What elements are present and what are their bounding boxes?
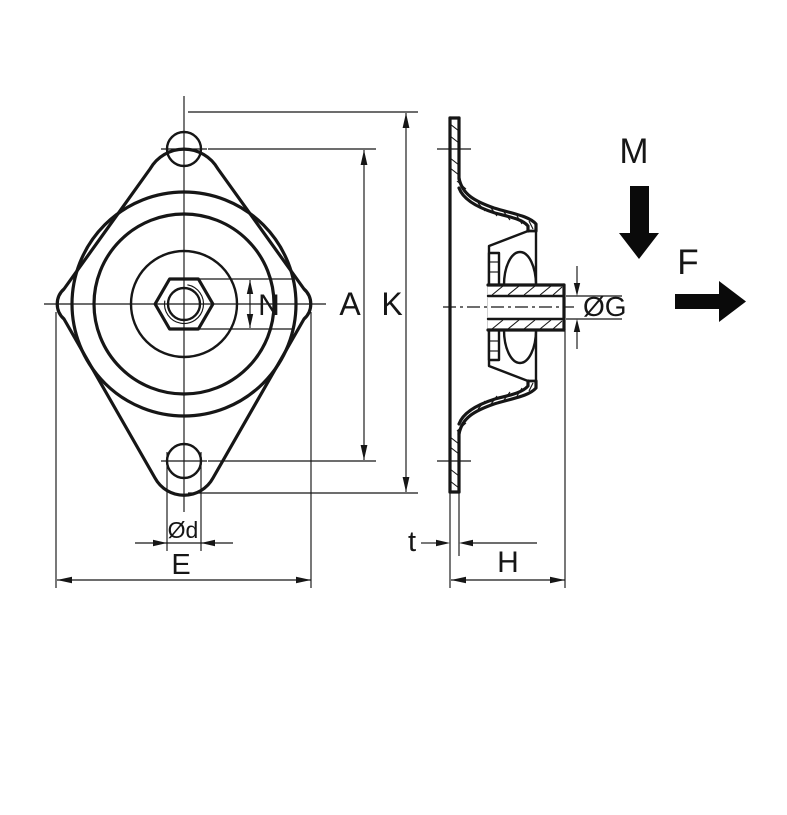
dim-label-H: H [497,546,519,579]
thread-arc [163,284,205,325]
thread-bore [166,286,202,322]
outer-cup-ring [70,190,298,418]
force-F: F [675,243,746,322]
force-M-arrow-shaft [630,186,649,233]
centerlines [44,96,326,512]
cup-wall-top-outer [457,176,538,233]
force-F-arrow-head [719,281,746,322]
dim-label-K: K [381,286,402,322]
dimension-E: E [55,312,312,588]
concentric-rings [70,190,298,418]
rubber-notch-top [502,250,538,287]
front-view: N A K Ød [44,96,418,588]
side-view: ØG t H M F [408,116,746,588]
flange-outline [55,147,313,497]
force-label-M: M [619,132,648,171]
dim-label-E: E [171,549,190,581]
rubber-notch-bottom [502,328,538,365]
washer-ring [129,249,239,359]
dimension-t: t [408,492,537,588]
hex-nut [153,277,215,331]
force-label-F: F [677,243,698,282]
hexagon [153,277,215,331]
force-F-arrow-shaft [675,294,720,309]
bushing-hatch [491,285,563,330]
dimension-OG: ØG [566,266,627,349]
dim-label-Od: Ød [168,517,199,543]
dimension-Od: Ød [135,452,233,551]
dim-label-OG: ØG [583,291,627,322]
force-M-arrow-head [619,233,659,259]
dim-label-N: N [258,289,280,322]
cup-hatch [456,180,534,432]
dimension-K: K [188,111,418,494]
rubber-ring [92,212,276,396]
bolt-hole-top [165,130,203,168]
cup-wall-bottom-outer [457,379,538,436]
dim-label-t: t [408,526,416,558]
flange-section [437,116,538,494]
force-M: M [619,132,659,259]
dimension-N: N [200,278,292,330]
dimension-H: H [451,331,566,588]
dim-label-A: A [339,286,361,322]
dimension-A: A [208,148,376,462]
tab-hatch [449,123,460,489]
